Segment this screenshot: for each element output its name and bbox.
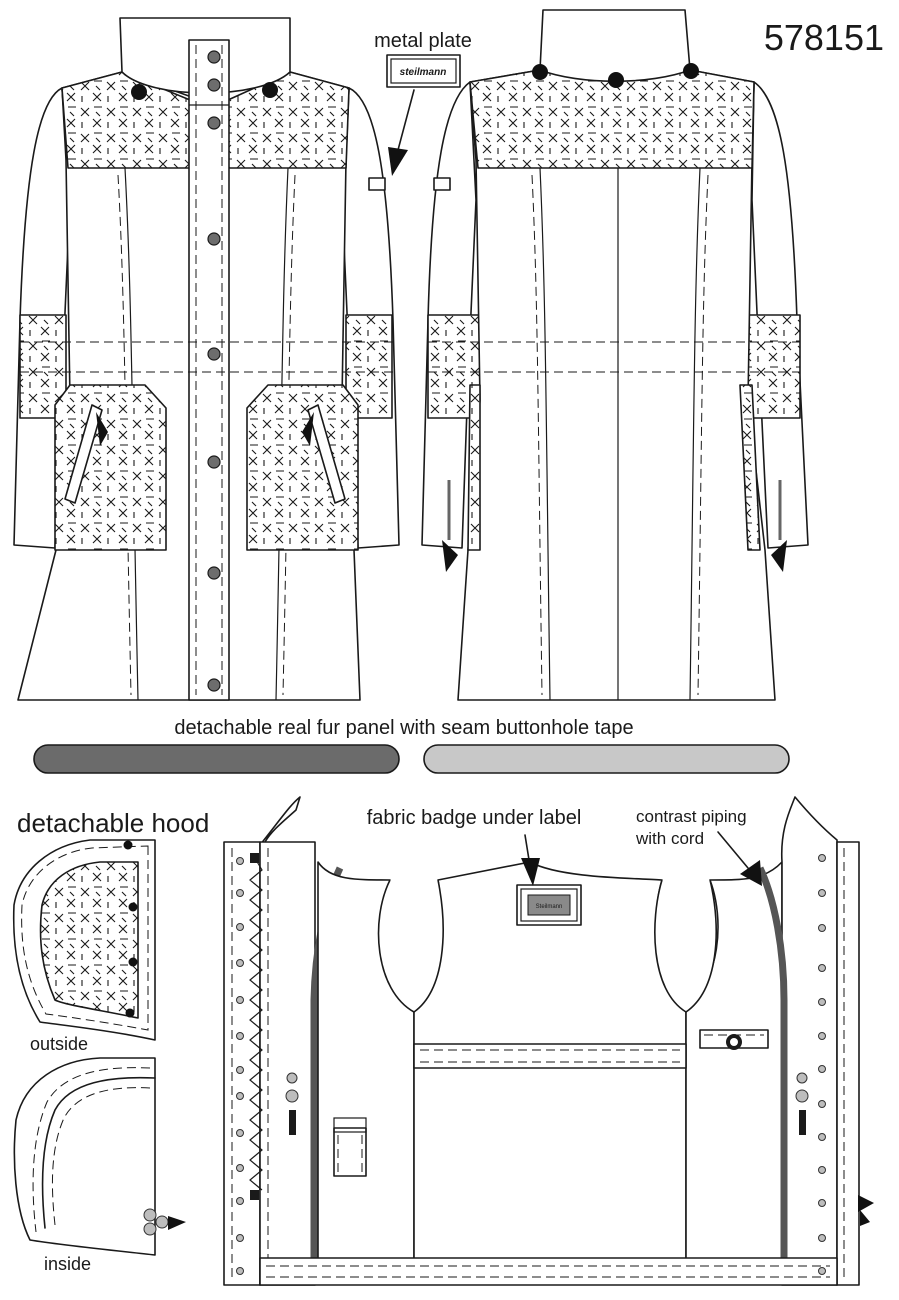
front-collar-snap bbox=[131, 84, 147, 100]
inside-right-tab bbox=[699, 1029, 769, 1050]
metal-plate-image bbox=[386, 54, 461, 88]
inside-left-facing bbox=[259, 841, 316, 1286]
front-collar-snap bbox=[262, 82, 278, 98]
fabric-badge-label bbox=[527, 894, 571, 916]
inside-right-buttons bbox=[818, 854, 826, 1275]
front-right-zip-pull bbox=[302, 412, 314, 446]
front-button bbox=[207, 78, 221, 92]
fabric-badge-callout-label: fabric badge under label bbox=[367, 807, 582, 829]
metal-plate-label: metal plate bbox=[374, 30, 472, 52]
inside-right-cord-stopper-icon bbox=[795, 1072, 809, 1135]
contrast-piping-label-line2: with cord bbox=[635, 829, 704, 848]
inside-phone-pocket bbox=[333, 1117, 367, 1177]
front-left-zip-pull bbox=[96, 412, 108, 446]
back-left-zip-pull bbox=[442, 540, 458, 572]
sleeve-plate-back bbox=[433, 177, 451, 191]
front-princess-seam-left bbox=[124, 167, 139, 701]
front-right-pocket bbox=[246, 384, 359, 551]
front-button bbox=[207, 678, 221, 692]
back-side-quilt-left bbox=[467, 384, 481, 551]
article-number: 578151 bbox=[764, 17, 884, 58]
back-right-zip-pull bbox=[771, 540, 787, 572]
inside-right-facing bbox=[780, 796, 838, 1286]
front-button bbox=[207, 50, 221, 64]
fur-panel-dark bbox=[33, 744, 400, 774]
front-princess-seam-right bbox=[275, 167, 289, 701]
fabric-badge-brand: Steilmann bbox=[536, 904, 563, 910]
metal-plate-brand: steilmann bbox=[400, 67, 447, 78]
front-right-welt bbox=[307, 404, 346, 504]
contrast-piping-label-line1: contrast piping bbox=[636, 807, 747, 826]
back-right-sleeve-quilt bbox=[747, 314, 801, 419]
front-button bbox=[207, 455, 221, 469]
inside-left-buttons bbox=[236, 857, 244, 1275]
hood-outside-label: outside bbox=[30, 1034, 88, 1054]
back-collar bbox=[539, 9, 691, 82]
fabric-badge-callout: fabric badge under label bbox=[367, 807, 582, 886]
front-right-sleeve-quilt bbox=[345, 314, 393, 419]
front-button bbox=[207, 232, 221, 246]
detachable-hood-label: detachable hood bbox=[17, 808, 209, 838]
inside-left-zipper bbox=[249, 859, 263, 1191]
front-left-pocket bbox=[54, 384, 167, 551]
fur-panel-light bbox=[423, 744, 790, 774]
inside-right-piping bbox=[756, 866, 788, 1258]
back-collar-snap bbox=[608, 72, 624, 88]
inside-hem-band bbox=[259, 1257, 838, 1286]
coat-back-view bbox=[421, 9, 809, 701]
sleeve-plate-front bbox=[368, 177, 386, 191]
coat-front-view bbox=[13, 17, 400, 701]
front-button bbox=[207, 566, 221, 580]
fabric-badge-arrow bbox=[521, 858, 540, 886]
inside-right-facing-edge bbox=[836, 841, 860, 1286]
back-collar-snap bbox=[683, 63, 699, 79]
contrast-piping-callout: contrast piping with cord bbox=[635, 807, 762, 886]
back-collar-snap bbox=[532, 64, 548, 80]
hood-outside-view bbox=[12, 839, 156, 1041]
inside-left-cord-stopper-icon bbox=[285, 1072, 299, 1135]
metal-plate-callout: metal plate steilmann bbox=[374, 30, 472, 176]
hood-toggle-icon bbox=[143, 1208, 186, 1236]
contrast-piping-arrow bbox=[740, 860, 762, 886]
back-side-quilt-right bbox=[739, 384, 761, 551]
fur-panel-label: detachable real fur panel with seam butt… bbox=[174, 717, 633, 739]
hood-inside-label: inside bbox=[44, 1254, 91, 1274]
inside-hanger-tape bbox=[413, 1043, 687, 1069]
front-left-welt bbox=[64, 404, 103, 504]
front-button bbox=[207, 347, 221, 361]
coat-inside-view: Steilmann bbox=[223, 796, 874, 1286]
front-button bbox=[207, 116, 221, 130]
metal-plate-arrow bbox=[388, 147, 408, 176]
hood-inside-view bbox=[13, 1057, 186, 1256]
front-placket bbox=[188, 39, 230, 701]
